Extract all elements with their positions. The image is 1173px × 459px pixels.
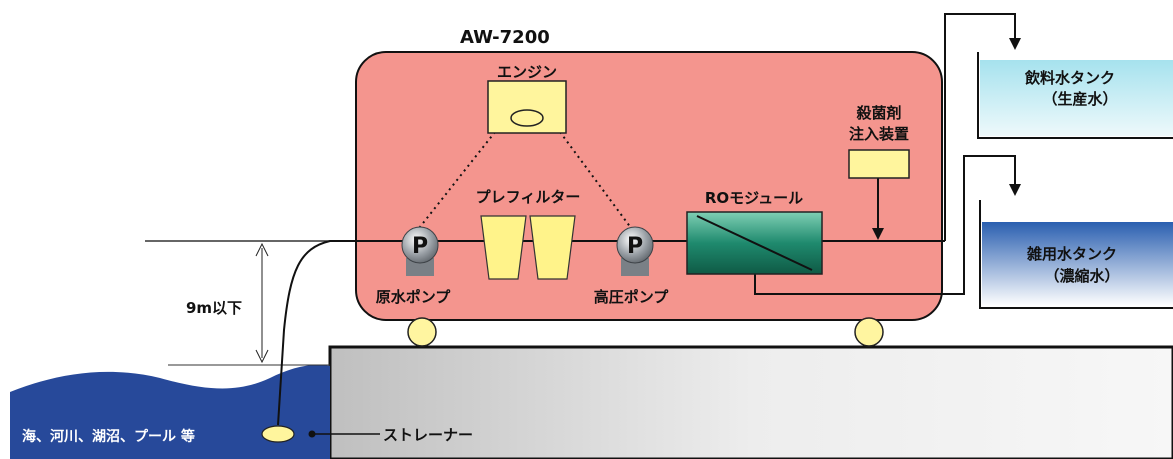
misc-tank-water	[982, 222, 1173, 306]
high-pressure-pump	[616, 226, 654, 276]
hp-pump-label: 高圧ポンプ	[594, 288, 670, 306]
ro-membrane	[696, 215, 813, 271]
product-line	[944, 13, 1016, 241]
depth-arrow-head-bottom	[255, 349, 269, 364]
prefilter-cartridge-1	[480, 215, 527, 280]
sterilizer-label-line1: 殺菌剤	[855, 104, 901, 122]
misc-tank-label-line1: 雑用水タンク	[1026, 245, 1117, 263]
sterilizer-arrow	[872, 228, 884, 240]
model-label: AW-7200	[460, 27, 550, 48]
concentrate-line	[754, 155, 1016, 295]
drive-line-right	[559, 131, 635, 233]
strainer-leader-dot	[308, 430, 316, 438]
strainer	[261, 425, 295, 443]
strainer-label: ストレーナー	[383, 426, 473, 444]
engine-flywheel	[510, 109, 544, 127]
wheel-left	[407, 317, 437, 347]
misc-tank-outline	[979, 200, 1173, 309]
ro-module-label: ROモジュール	[705, 189, 803, 207]
prefilter-label: プレフィルター	[476, 188, 581, 206]
misc-tank-label-line2: （濃縮水）	[1044, 267, 1119, 285]
drinking-tank-label-line1: 飲料水タンク	[1024, 69, 1115, 87]
depth-arrow-head-top	[255, 242, 269, 257]
raw-pump-symbol: P	[412, 234, 428, 259]
hp-pump-symbol: P	[627, 234, 643, 259]
raw-water-pump	[401, 226, 439, 276]
intake-hose	[277, 240, 410, 426]
prefilter-cartridge-2	[529, 215, 576, 280]
wheel-right	[854, 317, 884, 347]
drinking-tank-label-line2: （生産水）	[1042, 90, 1117, 108]
depth-label: 9m以下	[186, 299, 242, 317]
unit-body	[355, 51, 943, 321]
concentrate-arrow	[1009, 184, 1021, 196]
sterilizer-box	[848, 149, 910, 179]
engine-label: エンジン	[497, 63, 557, 81]
water-body	[10, 364, 330, 459]
product-arrow	[1009, 38, 1021, 50]
drinking-tank-water	[980, 60, 1173, 136]
drinking-tank-outline	[977, 52, 1173, 139]
raw-pump-label: 原水ポンプ	[376, 288, 452, 306]
sterilizer-label-line2: 注入装置	[849, 125, 909, 143]
water-source-label: 海、河川、湖沼、プール 等	[22, 428, 195, 445]
